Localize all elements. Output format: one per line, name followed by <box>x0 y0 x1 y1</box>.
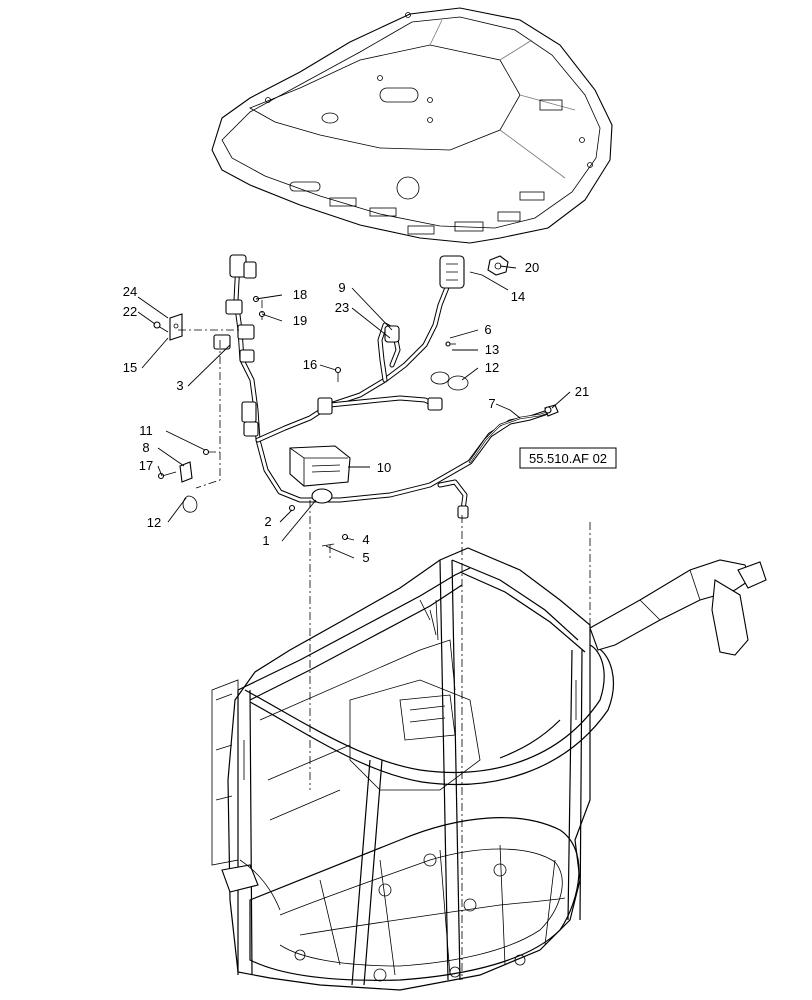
callout-11: 11 <box>139 423 153 438</box>
callout-17: 17 <box>139 458 153 473</box>
mirror-arm <box>589 559 767 656</box>
callout-10: 10 <box>377 460 391 475</box>
callout-labels: 1 2 3 4 5 6 7 8 9 10 11 12 12 13 14 15 1… <box>123 260 589 565</box>
callout-9: 9 <box>338 280 345 295</box>
callout-23: 23 <box>335 300 349 315</box>
callout-21: 21 <box>575 384 589 399</box>
callout-15: 15 <box>123 360 137 375</box>
callout-18: 18 <box>293 287 307 302</box>
callout-14: 14 <box>511 289 525 304</box>
callout-20: 20 <box>525 260 539 275</box>
callout-2: 2 <box>264 514 271 529</box>
cab-roof <box>211 7 613 244</box>
callout-8: 8 <box>142 440 149 455</box>
callout-7: 7 <box>488 396 495 411</box>
callout-19: 19 <box>293 313 307 328</box>
callout-22: 22 <box>123 304 137 319</box>
callout-4: 4 <box>362 532 369 547</box>
callout-12-lower: 12 <box>147 515 161 530</box>
callout-13: 13 <box>485 342 499 357</box>
callout-12-upper: 12 <box>485 360 499 375</box>
callout-6: 6 <box>484 322 491 337</box>
reference-label[interactable]: 55.510.AF 02 <box>529 451 607 466</box>
callout-3: 3 <box>176 378 183 393</box>
callout-1: 1 <box>262 533 269 548</box>
callout-16: 16 <box>303 357 317 372</box>
cab-frame <box>211 547 615 991</box>
reference-box[interactable]: 55.510.AF 02 <box>519 447 617 469</box>
leader-lines <box>137 265 571 559</box>
wiring-harness <box>213 254 559 519</box>
callout-24: 24 <box>123 284 137 299</box>
callout-5: 5 <box>362 550 369 565</box>
